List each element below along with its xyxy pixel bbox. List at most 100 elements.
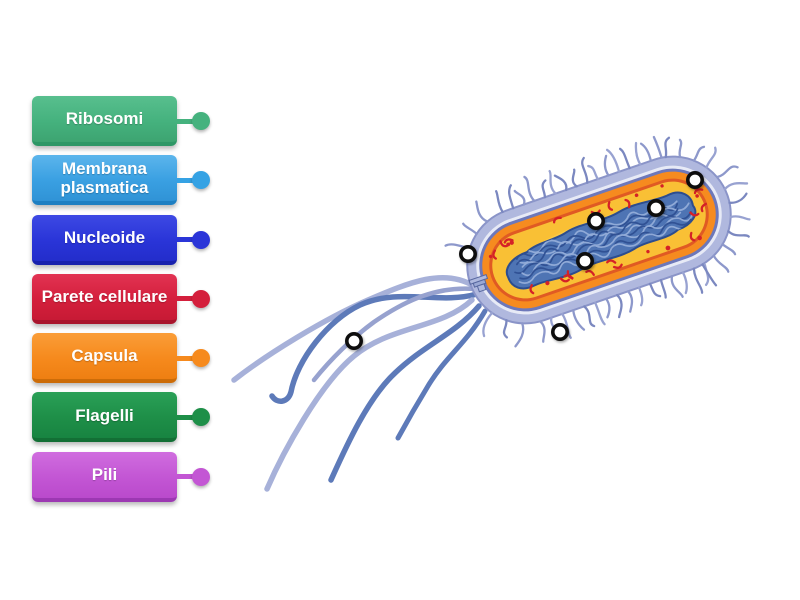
answer-target-6[interactable] [646, 199, 665, 218]
chip-label: Parete cellulare [41, 287, 168, 307]
connector-line [177, 237, 193, 243]
pilus [513, 189, 526, 206]
ribosome-mark [697, 235, 702, 241]
pilus [727, 230, 750, 238]
ribosome-mark [689, 231, 696, 242]
pilus [701, 263, 718, 287]
label-chip-pili[interactable]: Pili [32, 451, 210, 502]
pili [444, 135, 751, 348]
ribosome-mark [612, 263, 623, 269]
connector-line [177, 177, 193, 183]
ribosome-mark [552, 216, 562, 224]
chip-label: Membrana plasmatica [60, 158, 149, 198]
dna-strand [518, 222, 692, 284]
pilus [721, 243, 737, 256]
pilus [605, 297, 611, 319]
pilus [678, 138, 683, 159]
label-chip-nucleoide[interactable]: Nucleoide [32, 214, 210, 265]
answer-target-7[interactable] [685, 171, 704, 190]
answer-target-2[interactable] [458, 245, 477, 264]
pilus [615, 293, 623, 319]
answer-target-4[interactable] [575, 252, 594, 271]
label-list: Ribosomi Membrana plasmatica Nucleoide P… [32, 96, 210, 502]
connector-line [177, 296, 193, 302]
chip-label: Pili [91, 465, 118, 484]
pilus [648, 282, 662, 298]
label-chip-membrana-plasmatica[interactable]: Membrana plasmatica [32, 155, 210, 206]
ribosome-mark [695, 194, 699, 198]
pilus [712, 254, 730, 273]
ribosome-mark [665, 245, 671, 251]
ribosome-marks [488, 184, 708, 295]
pilus [637, 286, 644, 307]
pilus [670, 275, 684, 298]
flagellum [269, 291, 480, 404]
ribosome-mark [660, 184, 664, 188]
chip-label: Capsula [71, 346, 138, 366]
answer-target-5[interactable] [586, 212, 605, 231]
ribosome-mark [492, 249, 497, 260]
connector-dot [192, 289, 210, 308]
pilus [539, 320, 546, 343]
ribosome-mark [607, 201, 614, 211]
ribosome-mark [693, 188, 704, 195]
pilus [715, 165, 739, 179]
pilus [571, 168, 578, 188]
ribosome-mark [545, 281, 550, 286]
chip-box: Capsula [32, 333, 177, 384]
chip-box: Nucleoide [32, 214, 177, 265]
pilus [664, 136, 671, 159]
connector-dot [192, 467, 210, 486]
ribosome-mark [529, 284, 535, 295]
ribosome-mark [503, 238, 514, 244]
pilus [692, 267, 704, 294]
pilus [659, 278, 667, 299]
answer-targets [344, 171, 704, 350]
answer-target-1[interactable] [344, 331, 363, 350]
flagellum [328, 303, 482, 483]
dna-strand [519, 218, 692, 280]
pilus [639, 142, 652, 162]
connector-line [177, 474, 193, 480]
label-chip-parete-cellulare[interactable]: Parete cellulare [32, 273, 210, 324]
ribosome-mark [606, 259, 617, 264]
ribosome-mark [563, 274, 574, 280]
ribosome-mark [700, 202, 708, 213]
connector-dot [192, 112, 210, 130]
connector-line [177, 118, 193, 124]
pilus [587, 164, 600, 181]
ribosome-mark [488, 254, 493, 259]
pilus [541, 179, 547, 199]
pilus [548, 169, 557, 195]
flagellum [264, 297, 475, 492]
pilus [572, 309, 586, 331]
connector-line [177, 355, 193, 361]
ribosome-mark [559, 277, 570, 283]
connector-dot [192, 408, 210, 427]
pilus [523, 175, 536, 203]
label-chip-capsula[interactable]: Capsula [32, 333, 210, 384]
label-chip-ribosomi[interactable]: Ribosomi [32, 96, 210, 146]
pilus [553, 174, 568, 192]
ribosome-mark [634, 193, 639, 198]
ribosome-mark [585, 269, 595, 276]
flagellar-motor [468, 273, 489, 293]
chip-box: Parete cellulare [32, 273, 177, 324]
pilus [634, 141, 642, 166]
ribosome-mark [646, 249, 650, 254]
pilus [475, 200, 489, 223]
chip-label: Nucleoide [63, 227, 146, 247]
answer-target-3[interactable] [550, 322, 569, 341]
pilus [581, 156, 589, 184]
ribosome-mark [624, 198, 631, 209]
pilus [705, 146, 717, 169]
connector-dot [192, 171, 210, 190]
chip-label: Ribosomi [65, 109, 144, 129]
label-chip-flagelli[interactable]: Flagelli [32, 392, 210, 443]
pilus [618, 147, 631, 170]
pilus [605, 148, 621, 173]
chip-box: Ribosomi [32, 96, 177, 146]
pilus [603, 154, 610, 177]
